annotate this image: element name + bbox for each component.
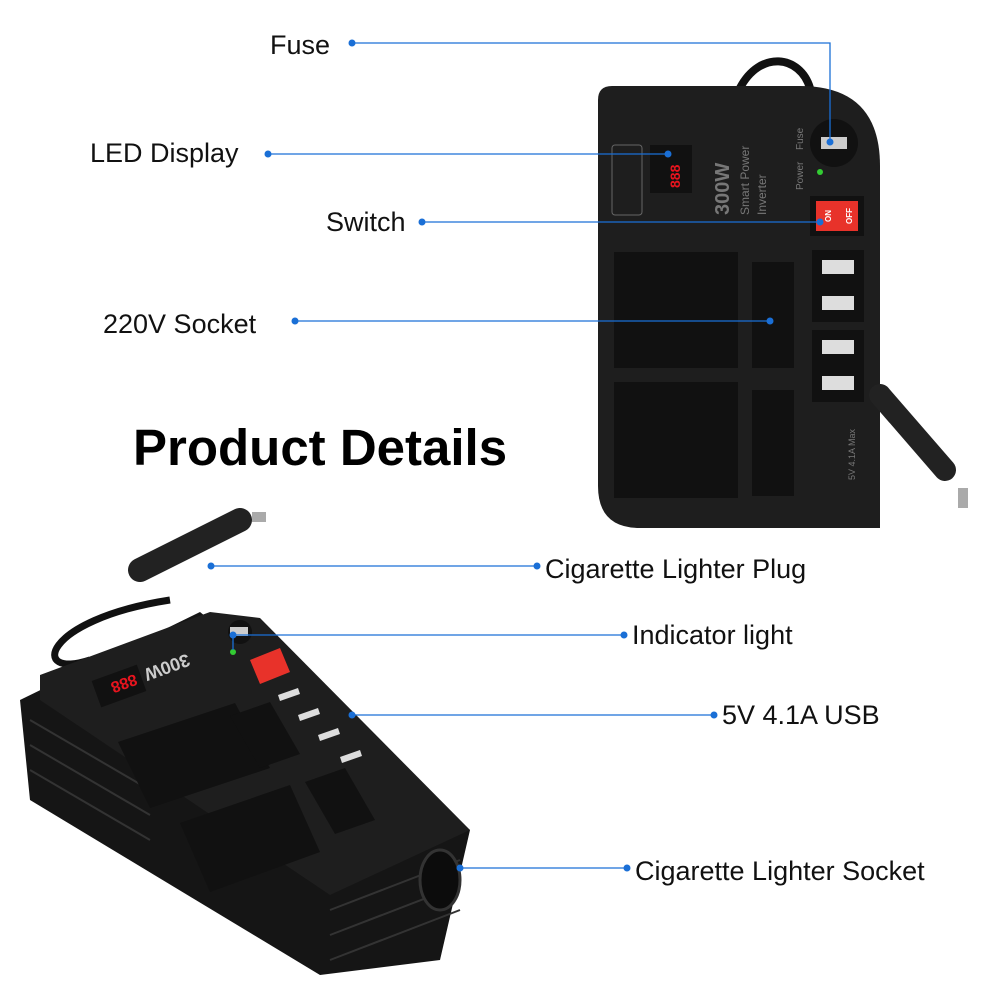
page-title: Product Details [133,419,508,476]
ac-socket-1 [614,252,738,368]
usb-rating-text: 5V 4.1A Max [847,428,857,480]
label-indicator-light: Indicator light [632,620,793,650]
label-led-display: LED Display [90,138,239,168]
inverter-angled-view: 888 300W [20,508,470,975]
ac-socket-1 [118,703,270,808]
ac-socket-2 [180,785,320,892]
label-cigarette-lighter-plug: Cigarette Lighter Plug [545,554,807,584]
wattage-text: 300W [712,163,734,215]
label-fuse: Fuse [270,30,331,60]
ac-socket-3 [230,702,300,768]
fuse-icon [230,627,248,636]
cigarette-plug [128,508,252,582]
led-display [91,664,147,708]
cigarette-plug [869,384,956,481]
callout-dots [207,39,834,872]
power-switch[interactable] [816,201,858,231]
label-usb: 5V 4.1A USB [722,700,880,730]
switch-off-text: OFF [845,208,854,224]
fuse-icon [821,137,847,149]
label-220v-socket: 220V Socket [103,309,257,339]
label-switch: Switch [326,207,406,237]
name-line1: Smart Power [738,146,752,215]
inverter-top-view: 888 300W Smart Power Inverter Power Fuse… [598,57,968,528]
usb-ports [278,688,362,763]
indicator-light [817,169,823,175]
brand-logo [611,144,643,216]
ac-socket-4 [752,390,794,496]
power-cable [736,57,814,91]
ac-socket-3 [752,262,794,368]
switch-on-text: ON [824,210,833,222]
cigarette-lighter-socket [418,848,462,912]
ac-socket-2 [614,382,738,498]
power-label: Power [795,161,806,190]
power-switch[interactable] [250,648,290,684]
indicator-light [230,649,236,655]
display-digits: 888 [667,164,683,188]
ac-socket-4 [305,768,375,834]
label-cigarette-lighter-socket: Cigarette Lighter Socket [635,856,925,886]
fuse-label: Fuse [795,127,806,150]
name-line2: Inverter [755,174,769,215]
